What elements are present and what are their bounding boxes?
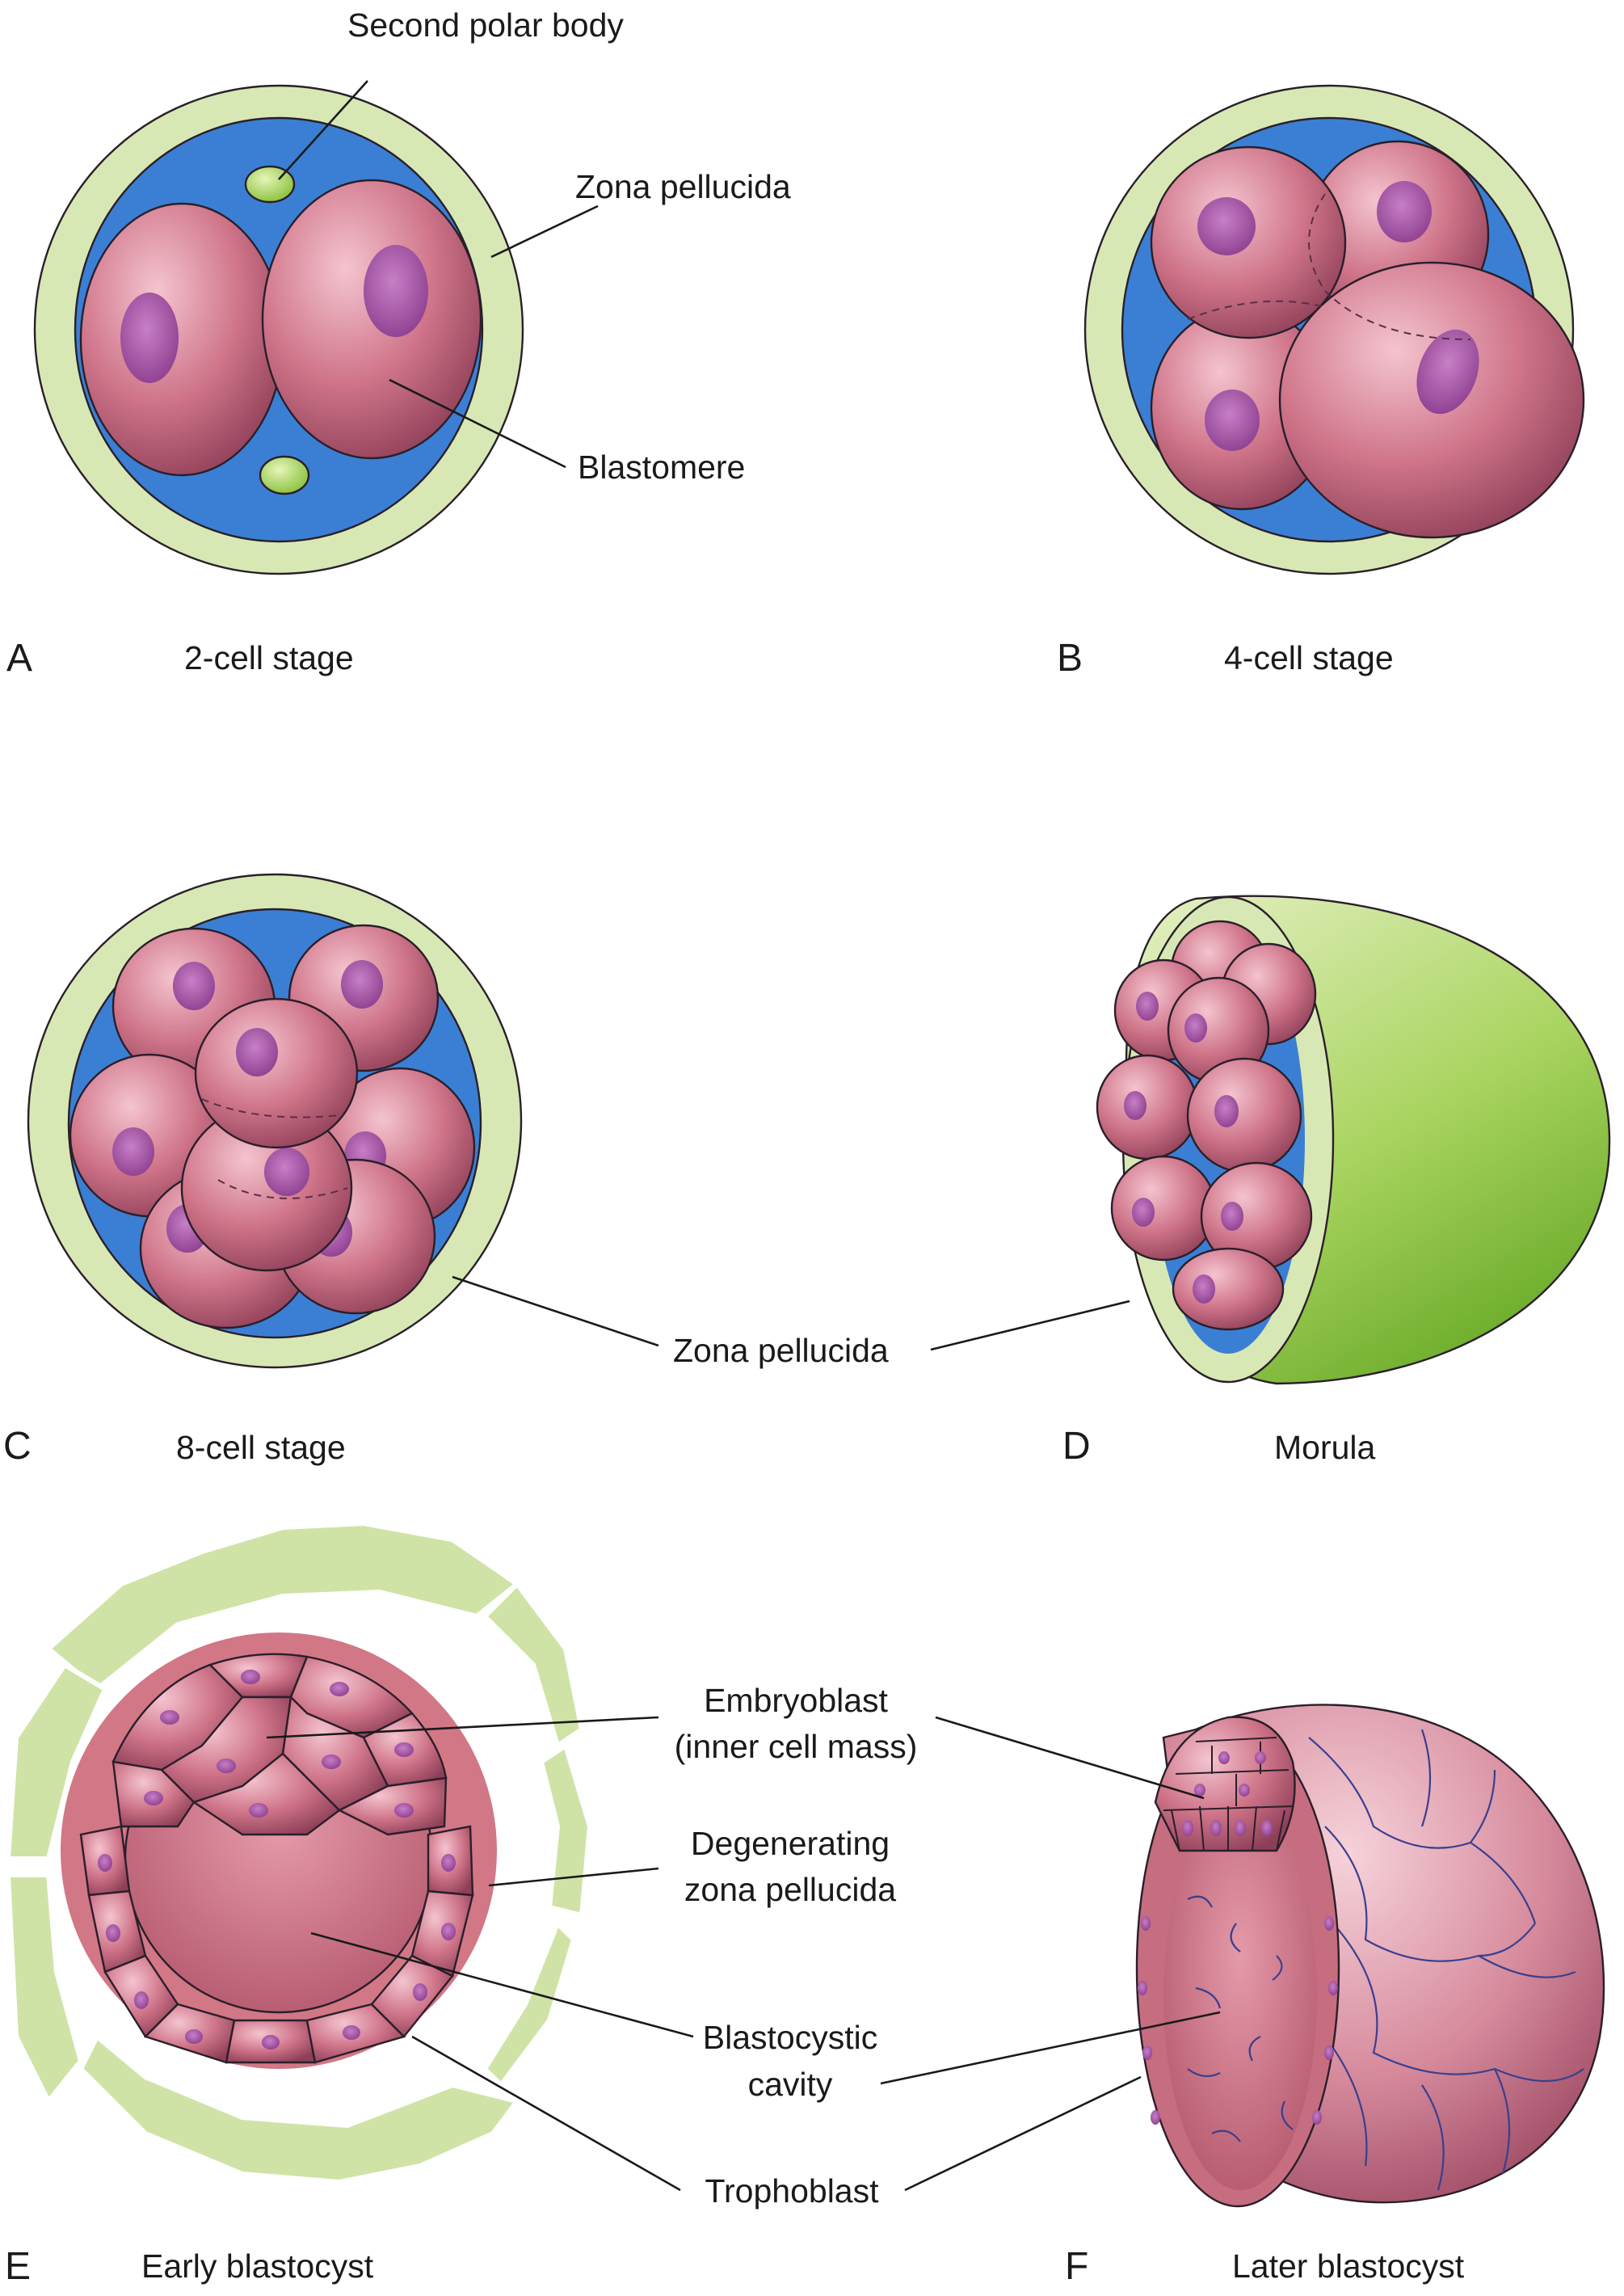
panel-caption-e: Early blastocyst bbox=[141, 2248, 374, 2285]
nucleus bbox=[1132, 1198, 1155, 1227]
nucleus bbox=[1214, 1095, 1239, 1127]
cavity-fibers bbox=[1187, 1895, 1294, 2142]
cell-boundary-dashed bbox=[1308, 193, 1471, 340]
nucleus bbox=[264, 1148, 309, 1196]
embryoblast-label-line2: (inner cell mass) bbox=[675, 1728, 918, 1765]
second-polar-body-label: Second polar body bbox=[347, 6, 624, 44]
panel-letter-d: D bbox=[1062, 1425, 1091, 1468]
nucleus bbox=[112, 1127, 154, 1176]
cut-face-trophoblast-nuclei bbox=[1138, 1916, 1338, 2125]
panel-caption-a: 2-cell stage bbox=[184, 639, 354, 676]
degenerating-zona-label-line2: zona pellucida bbox=[684, 1871, 896, 1908]
blastocystic-cavity-label-line1: Blastocystic bbox=[703, 2019, 877, 2056]
blastomere bbox=[194, 997, 359, 1149]
panel-c bbox=[27, 873, 523, 1369]
cell-boundary-dashed bbox=[1187, 300, 1326, 320]
nucleus bbox=[1221, 1202, 1243, 1231]
panel-letter-b: B bbox=[1057, 637, 1083, 680]
trophoblast-network bbox=[1308, 1729, 1584, 2191]
zona-pellucida-label-a: Zona pellucida bbox=[575, 168, 791, 205]
blastocystic-cavity-f bbox=[1163, 1802, 1317, 2190]
panel-letter-f: F bbox=[1065, 2245, 1088, 2288]
cell-boundary-dashed bbox=[201, 1098, 340, 1119]
nucleus bbox=[1124, 1091, 1146, 1120]
panel-caption-b: 4-cell stage bbox=[1224, 639, 1394, 676]
panel-f bbox=[1135, 1704, 1605, 2208]
panel-letter-a: A bbox=[6, 637, 32, 680]
leader-lines bbox=[266, 80, 1221, 2192]
trophoblast-nuclei bbox=[98, 1854, 456, 2050]
embryoblast-nuclei bbox=[144, 1670, 414, 1818]
embryoblast-f-nuclei bbox=[1182, 1751, 1273, 1836]
nucleus bbox=[1377, 181, 1432, 242]
morula-cell bbox=[1172, 1247, 1285, 1331]
panel-caption-f: Later blastocyst bbox=[1232, 2248, 1465, 2285]
nucleus bbox=[1197, 197, 1256, 255]
embryoblast-f-cells bbox=[1163, 1737, 1294, 1852]
panel-letter-e: E bbox=[5, 2245, 31, 2288]
nucleus bbox=[1193, 1274, 1215, 1304]
panel-e bbox=[5, 1520, 593, 2185]
nucleus bbox=[120, 293, 179, 383]
zona-pellucida-label-cd: Zona pellucida bbox=[673, 1332, 889, 1369]
nucleus bbox=[1136, 992, 1159, 1021]
morula-cell bbox=[1110, 1155, 1217, 1262]
cell-boundary-dashed bbox=[217, 1179, 348, 1199]
panel-b bbox=[1083, 84, 1585, 575]
nucleus bbox=[1184, 1013, 1207, 1043]
nucleus bbox=[364, 245, 428, 337]
morula-cell bbox=[1096, 1054, 1199, 1161]
blastomere-left bbox=[79, 202, 284, 477]
trophoblast-label: Trophoblast bbox=[705, 2172, 880, 2210]
nucleus bbox=[236, 1028, 278, 1076]
morula-cell bbox=[1186, 1057, 1302, 1173]
nucleus bbox=[341, 960, 383, 1009]
nucleus bbox=[173, 962, 215, 1010]
panel-caption-d: Morula bbox=[1274, 1429, 1376, 1466]
degenerating-zona-fragments bbox=[5, 1520, 593, 2185]
panel-a bbox=[33, 84, 524, 575]
nucleus bbox=[1205, 390, 1260, 451]
degenerating-zona-label-line1: Degenerating bbox=[691, 1825, 890, 1862]
blastomere-label: Blastomere bbox=[578, 449, 745, 486]
panel-d bbox=[1096, 895, 1611, 1385]
panel-letter-c: C bbox=[3, 1425, 32, 1468]
embryoblast-label-line1: Embryoblast bbox=[704, 1682, 888, 1719]
blastocystic-cavity-label-line2: cavity bbox=[748, 2066, 833, 2103]
nucleus bbox=[1416, 329, 1479, 415]
polar-body-bottom bbox=[259, 455, 310, 495]
panel-caption-c: 8-cell stage bbox=[176, 1429, 346, 1466]
